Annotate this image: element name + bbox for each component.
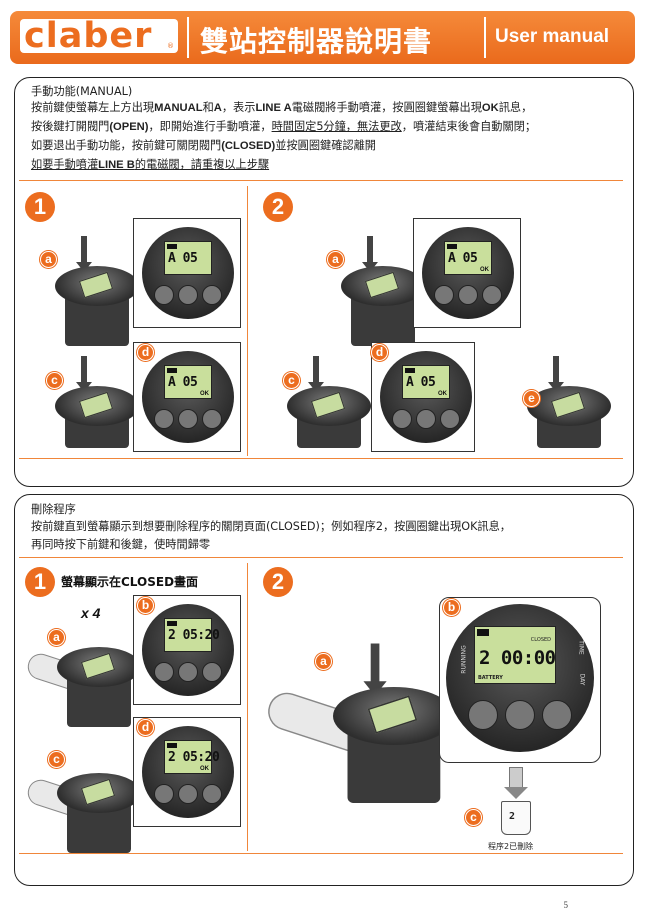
page-header: claber ® 雙站控制器說明書 User manual [10,11,635,64]
down-arrow-icon [509,767,523,789]
label-a: a [327,251,344,268]
press-arrow-icon [362,236,378,272]
label-c: c [465,809,482,826]
instruction-line: 如要手動噴灌LINE B的電磁閥，請重複以上步驟 [31,158,270,171]
manual-title: 雙站控制器說明書 [200,25,433,58]
label-b: b [443,599,460,616]
label-c: c [48,751,65,768]
divider [19,180,623,181]
label-d: d [137,344,154,361]
label-c: c [46,372,63,389]
delete-program-section: 刪除程序 按前鍵直到螢幕顯示到想要刪除程序的關閉頁面(CLOSED)；例如程序2… [14,494,634,886]
page-number: 5 [563,900,569,910]
label-e: e [523,390,540,407]
instruction-line: 按前鍵直到螢幕顯示到想要刪除程序的關閉頁面(CLOSED)；例如程序2，按圓圈鍵… [31,520,511,533]
step-number: 2 [263,192,293,222]
section-heading: 手動功能(MANUAL) [31,85,133,98]
divider [19,557,623,558]
press-arrow-icon [76,236,92,272]
label-d: d [137,719,154,736]
header-divider [187,17,189,58]
label-b: b [137,597,154,614]
step-number: 1 [25,567,55,597]
down-arrow-icon [504,787,528,799]
display-zoom: 2 05:20 [133,595,241,705]
divider [247,186,248,456]
instruction-line: 按後鍵打開閥門(OPEN)，即開始進行手動噴灌，時間固定5分鐘，無法更改，噴灌結… [31,120,537,133]
step-number: 2 [263,567,293,597]
label-d: d [371,344,388,361]
press-arrow-icon [308,356,324,392]
press-arrow-icon [76,356,92,392]
header-divider [484,17,486,58]
press-count: x 4 [81,605,101,621]
section-heading: 刪除程序 [31,503,76,516]
step-caption: 螢幕顯示在CLOSED畫面 [61,575,199,589]
divider [19,458,623,459]
label-a: a [315,653,332,670]
display-zoom: A 05 [133,218,241,328]
delete-bin-icon [501,801,531,835]
step-number: 1 [25,192,55,222]
divider [247,563,248,851]
label-a: a [40,251,57,268]
logo-text: claber [24,16,153,56]
user-manual-label: User manual [495,26,610,47]
deleted-caption: 程序2已刪除 [488,842,534,851]
press-arrow-icon [363,643,387,696]
manual-function-section: 手動功能(MANUAL) 按前鍵使螢幕左上方出現MANUAL和A，表示LINE … [14,77,634,487]
label-a: a [48,629,65,646]
divider [19,853,623,854]
press-arrow-icon [548,356,564,392]
label-c: c [283,372,300,389]
logo-registered-mark: ® [167,42,174,50]
instruction-line: 如要退出手動功能，按前鍵可關閉閥門(CLOSED)並按圓圈鍵確認離開 [31,139,376,152]
instruction-line: 再同時按下前鍵和後鍵，使時間歸零 [31,538,211,551]
claber-logo: claber ® [20,16,178,56]
display-zoom-large: CLOSED 2 00:00 BATTERY RUNNING TIME DAY [439,597,601,763]
bin-time-icon: 2 [509,811,516,822]
instruction-line: 按前鍵使螢幕左上方出現MANUAL和A，表示LINE A電磁閥將手動噴灌，按圓圈… [31,101,533,114]
